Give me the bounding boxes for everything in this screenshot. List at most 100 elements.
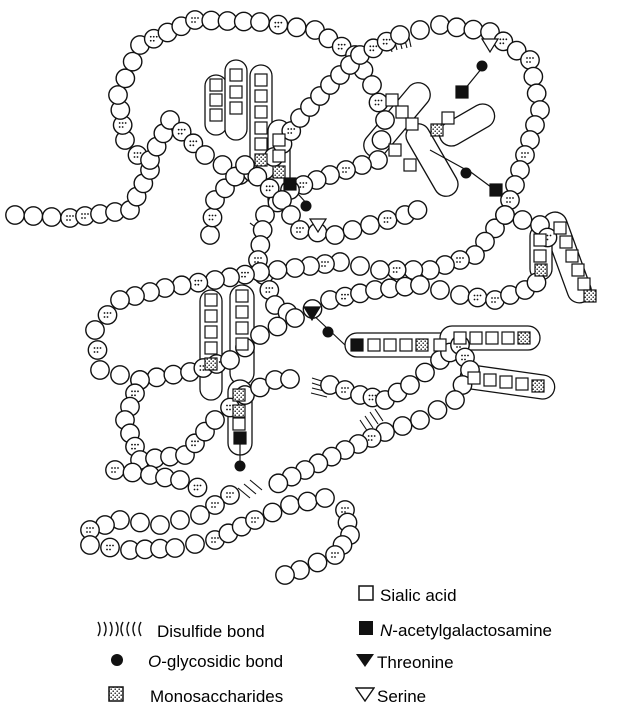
- sialic-acid-unit: [404, 159, 416, 171]
- amino-acid-residue: [369, 93, 387, 111]
- amino-acid-residue: [298, 492, 316, 510]
- sialic-acid-unit: [578, 278, 590, 290]
- sialic-acid-label: Sialic acid: [380, 586, 457, 606]
- monosaccharide-unit: [233, 405, 245, 417]
- amino-acid-residue: [326, 546, 344, 564]
- sialic-acid-unit: [454, 332, 466, 344]
- sialic-acid-unit: [389, 144, 401, 156]
- amino-acid-residue: [269, 474, 287, 492]
- disulfide-bond-icon: [95, 620, 151, 643]
- filled-square-icon: [358, 620, 374, 641]
- amino-acid-residue: [428, 401, 446, 419]
- amino-acid-residue: [186, 535, 204, 553]
- sialic-acid-unit: [230, 102, 242, 114]
- n-acetylgalactosamine-unit: [284, 178, 296, 190]
- amino-acid-residue: [268, 317, 286, 335]
- amino-acid-residue: [251, 13, 269, 31]
- amino-acid-residue: [206, 271, 224, 289]
- monosaccharides-label: Monosaccharides: [150, 687, 283, 707]
- amino-acid-residue: [521, 51, 539, 69]
- amino-acid-residue: [268, 261, 286, 279]
- sialic-acid-unit: [368, 339, 380, 351]
- amino-acid-residue: [361, 216, 379, 234]
- amino-acid-residue: [411, 21, 429, 39]
- amino-acid-residue: [263, 503, 281, 521]
- legend-o-glycosidic-bond: O-glycosidic bond: [110, 652, 283, 672]
- amino-acid-residue: [326, 226, 344, 244]
- sialic-acid-unit: [534, 250, 546, 262]
- amino-acid-residue: [372, 131, 390, 149]
- amino-acid-residue: [527, 84, 545, 102]
- sialic-acid-unit: [210, 94, 222, 106]
- sialic-acid-unit: [572, 264, 584, 276]
- amino-acid-residue: [6, 206, 24, 224]
- amino-acid-residue: [393, 417, 411, 435]
- sialic-acid-unit: [236, 306, 248, 318]
- amino-acid-residue: [123, 52, 141, 70]
- sialic-acid-unit: [273, 150, 285, 162]
- sialic-acid-unit: [502, 332, 514, 344]
- amino-acid-residue: [269, 15, 287, 33]
- n-acetylgalactosamine-unit: [456, 86, 468, 98]
- sialic-acid-unit: [205, 342, 217, 354]
- sialic-acid-unit: [468, 372, 480, 384]
- open-triangle-down-icon: [355, 686, 375, 707]
- amino-acid-residue: [391, 26, 409, 44]
- monosaccharide-unit: [255, 154, 267, 166]
- amino-acid-residue: [411, 411, 429, 429]
- amino-acid-residue: [131, 513, 149, 531]
- sialic-acid-unit: [255, 106, 267, 118]
- amino-acid-residue: [221, 351, 239, 369]
- n-acetylgalactosamine-unit: [351, 339, 363, 351]
- amino-acid-residue: [287, 18, 305, 36]
- sialic-acid-unit: [230, 86, 242, 98]
- sialic-acid-unit: [205, 310, 217, 322]
- amino-acid-residue: [251, 326, 269, 344]
- amino-acid-residue: [203, 208, 221, 226]
- amino-acid-residue: [191, 506, 209, 524]
- amino-acid-residue: [116, 69, 134, 87]
- sialic-acid-unit: [434, 339, 446, 351]
- sialic-acid-unit: [236, 338, 248, 350]
- sialic-acid-unit: [554, 222, 566, 234]
- sialic-acid-unit: [566, 250, 578, 262]
- legend-monosaccharides: Monosaccharides: [108, 686, 283, 707]
- amino-acid-residue: [123, 463, 141, 481]
- disulfide-bond-label: Disulfide bond: [157, 622, 265, 642]
- filled-triangle-down-icon: [355, 652, 375, 673]
- legend-n-acetylgalactosamine: N-acetylgalactosamine: [358, 620, 552, 641]
- amino-acid-residue: [524, 67, 542, 85]
- monosaccharide-unit: [518, 332, 530, 344]
- amino-acid-residue: [106, 461, 124, 479]
- polypeptide-chain: [6, 11, 557, 584]
- sialic-acid-unit: [534, 234, 546, 246]
- amino-acid-residue: [363, 76, 381, 94]
- amino-acid-residue: [291, 221, 309, 239]
- amino-acid-residue: [166, 539, 184, 557]
- amino-acid-residue: [376, 111, 394, 129]
- sialic-acid-unit: [255, 138, 267, 150]
- amino-acid-residue: [42, 208, 60, 226]
- n-acetylgalactosamine-unit: [234, 432, 246, 444]
- sialic-acid-unit: [255, 90, 267, 102]
- amino-acid-residue: [371, 261, 389, 279]
- o-glycosidic-bond: [301, 201, 312, 212]
- amino-acid-residue: [351, 257, 369, 275]
- amino-acid-residue: [111, 366, 129, 384]
- monosaccharide-unit: [535, 264, 547, 276]
- amino-acid-residue: [281, 370, 299, 388]
- legend-threonine: Threonine: [355, 652, 454, 673]
- sialic-acid-unit: [406, 118, 418, 130]
- amino-acid-residue: [316, 489, 334, 507]
- monosaccharide-unit: [273, 166, 285, 178]
- o-glycosidic-bond: [477, 61, 488, 72]
- amino-acid-residue: [446, 391, 464, 409]
- sialic-acid-unit: [230, 69, 242, 81]
- amino-acid-residue: [171, 511, 189, 529]
- sialic-acid-unit: [470, 332, 482, 344]
- sialic-acid-unit: [560, 236, 572, 248]
- amino-acid-residue: [111, 291, 129, 309]
- threonine-label: Threonine: [377, 653, 454, 673]
- sialic-acid-unit: [516, 378, 528, 390]
